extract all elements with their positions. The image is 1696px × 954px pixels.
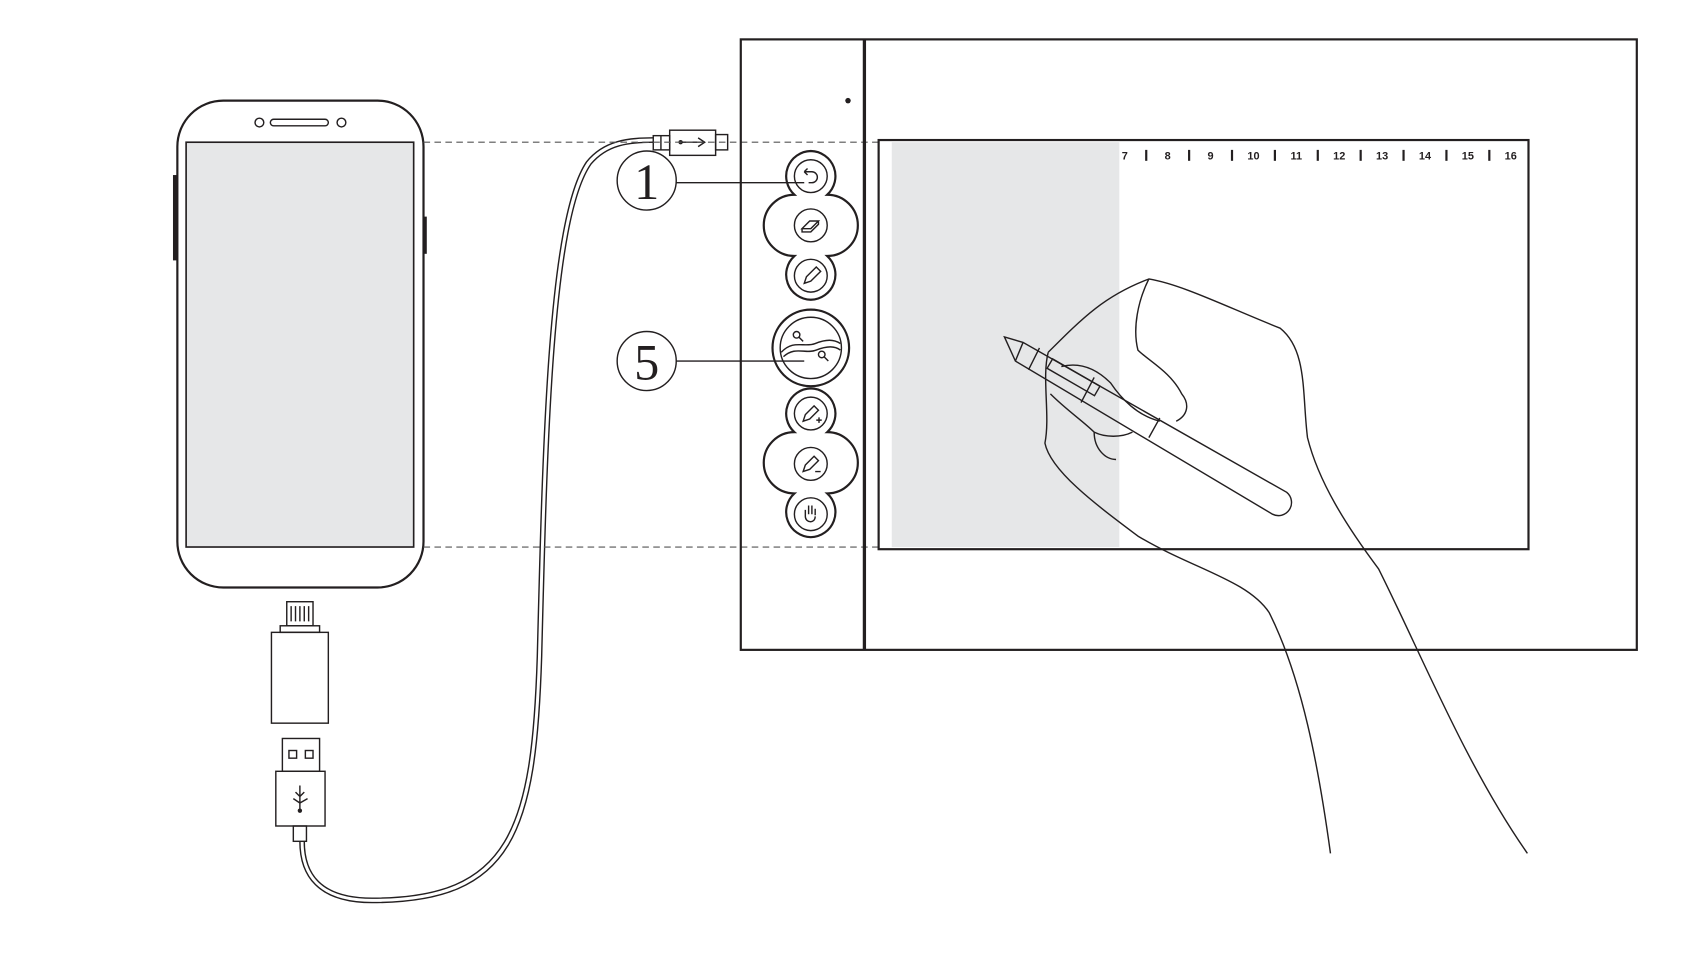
callout-5: 5 (616, 330, 805, 392)
ruler-number: 10 (1247, 151, 1259, 163)
svg-text:5: 5 (634, 335, 659, 391)
ruler: 7 8 9 10 11 12 13 14 15 16 (1122, 149, 1517, 163)
ruler-number: 14 (1419, 151, 1432, 163)
smartphone (172, 99, 427, 589)
eraser-button[interactable] (793, 208, 828, 243)
usb-symbol-icon (292, 785, 308, 813)
active-area (877, 138, 1530, 551)
stylus-pen (1003, 335, 1293, 517)
zoom-dial[interactable] (771, 308, 851, 388)
ruler-number: 11 (1291, 151, 1303, 163)
zoom-out-icon (817, 350, 829, 362)
ruler-number: 7 (1122, 151, 1128, 163)
ruler-number: 15 (1462, 151, 1474, 163)
active-area-shaded (891, 142, 1120, 548)
undo-button[interactable] (793, 159, 828, 194)
brush-size-decrease-button[interactable] (793, 446, 828, 481)
otg-adapter (270, 601, 330, 724)
status-led (845, 97, 851, 104)
usb-a-plug (275, 737, 326, 843)
callout-1: 1 (616, 150, 805, 211)
svg-text:1: 1 (634, 154, 659, 210)
pen-button[interactable] (793, 258, 828, 293)
ruler-number: 13 (1376, 151, 1388, 163)
ruler-number: 9 (1208, 151, 1214, 163)
brush-size-increase-button[interactable] (793, 396, 828, 431)
ruler-number: 8 (1165, 151, 1171, 163)
ruler-number: 12 (1333, 151, 1345, 163)
hand-illustration (1044, 278, 1528, 854)
drawing-tablet: 7 8 9 10 11 12 13 14 15 16 (739, 38, 1638, 651)
pan-hand-button[interactable] (793, 497, 828, 532)
ruler-number: 16 (1505, 151, 1517, 163)
zoom-in-icon (792, 330, 804, 342)
express-keys (762, 149, 859, 539)
usb-cable (299, 141, 654, 904)
